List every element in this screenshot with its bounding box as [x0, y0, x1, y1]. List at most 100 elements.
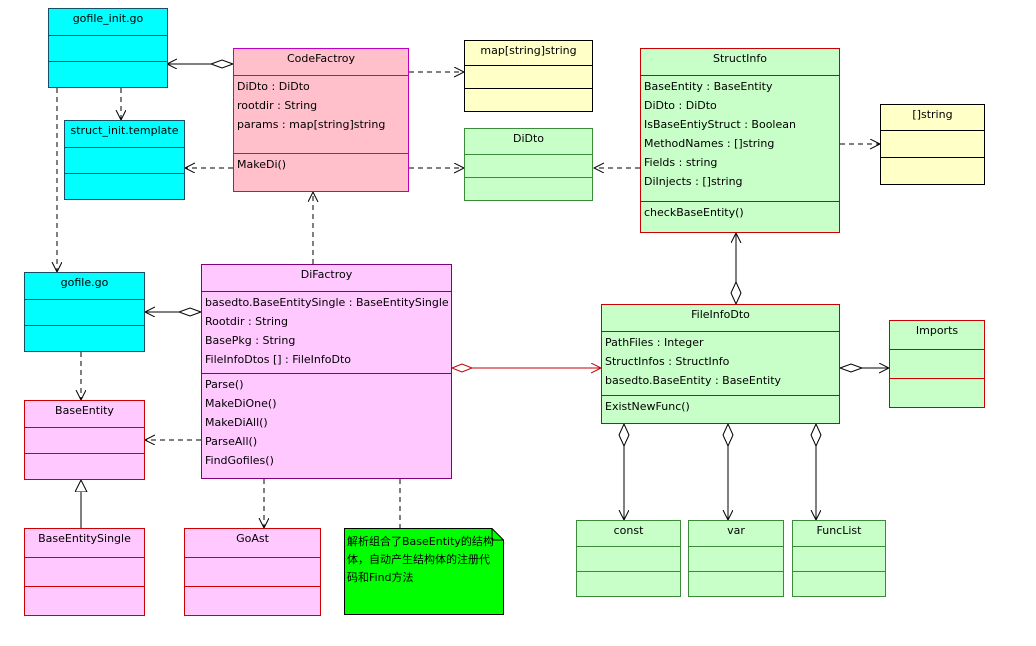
operations-section [881, 157, 984, 184]
attributes-section: DiDto : DiDto rootdir : String params : … [234, 75, 408, 153]
class-difactroy[interactable]: DiFactroy basedto.BaseEntitySingle : Bas… [201, 264, 452, 479]
class-name: FuncList [816, 524, 862, 537]
operation: FindGofiles() [205, 454, 274, 467]
class-name: DiFactroy [300, 268, 353, 281]
class-structinfo[interactable]: StructInfo BaseEntity : BaseEntity DiDto… [640, 48, 840, 233]
attribute: MethodNames : []string [644, 137, 775, 150]
attribute: IsBaseEntiyStruct : Boolean [644, 118, 796, 131]
operations-section: Parse() MakeDiOne() MakeDiAll() ParseAll… [202, 373, 451, 478]
operation: checkBaseEntity() [644, 206, 744, 219]
attribute: DiDto : DiDto [644, 99, 717, 112]
operations-section [689, 571, 783, 596]
operations-section [577, 571, 680, 596]
class-imports[interactable]: Imports [889, 320, 985, 408]
attributes-section [65, 147, 184, 173]
class-name: const [613, 524, 644, 537]
operation: ExistNewFunc() [605, 400, 690, 413]
class-funclist[interactable]: FuncList [792, 520, 886, 597]
attribute: Rootdir : String [205, 315, 289, 328]
attributes-section: BaseEntity : BaseEntity DiDto : DiDto Is… [641, 75, 839, 201]
operations-section: checkBaseEntity() [641, 201, 839, 232]
attribute: basedto.BaseEntity : BaseEntity [605, 374, 782, 387]
class-name: FileInfoDto [691, 308, 750, 321]
attributes-section [881, 130, 984, 157]
attributes-section [25, 427, 144, 453]
class-codefactroy[interactable]: CodeFactroy DiDto : DiDto rootdir : Stri… [233, 48, 409, 192]
operations-section [793, 571, 885, 596]
attributes-section [890, 349, 984, 378]
attribute: BaseEntity : BaseEntity [644, 80, 773, 93]
attribute: StructInfos : StructInfo [605, 355, 730, 368]
class-gofile-init[interactable]: gofile_init.go [48, 8, 168, 88]
attributes-section [577, 546, 680, 571]
class-baseentity[interactable]: BaseEntity [24, 400, 145, 480]
attributes-section [793, 546, 885, 571]
operations-section [890, 378, 984, 407]
attribute: rootdir : String [237, 99, 318, 112]
attribute: basedto.BaseEntitySingle : BaseEntitySin… [205, 296, 449, 309]
operation: MakeDi() [237, 158, 287, 171]
operations-section [25, 586, 144, 615]
attribute: DiDto : DiDto [237, 80, 310, 93]
operations-section: ExistNewFunc() [602, 395, 839, 423]
note[interactable]: 解析组合了BaseEntity的结构体，自动产生结构体的注册代码和Find方法 [344, 528, 504, 615]
agg-diamond-difactroy [177, 307, 203, 317]
agg-diamond-codefactroy [209, 59, 235, 69]
class-name: CodeFactroy [286, 52, 356, 65]
attributes-section [25, 557, 144, 586]
operations-section [465, 88, 592, 111]
operations-section [25, 325, 144, 351]
attributes-section [465, 154, 592, 177]
operation: Parse() [205, 378, 244, 391]
attributes-section [465, 65, 592, 88]
class-name: map[string]string [480, 44, 577, 57]
class-struct-init-template[interactable]: struct_init.template [64, 120, 185, 200]
operations-section: MakeDi() [234, 153, 408, 191]
operations-section [465, 177, 592, 200]
class-goast[interactable]: GoAst [184, 528, 321, 616]
note-text: 解析组合了BaseEntity的结构体，自动产生结构体的注册代码和Find方法 [347, 535, 494, 584]
class-name: []string [912, 108, 953, 121]
class-baseentitysingle[interactable]: BaseEntitySingle [24, 528, 145, 616]
attributes-section [25, 299, 144, 325]
agg-diamond-fileinfodto-top [730, 280, 742, 306]
class-gofile[interactable]: gofile.go [24, 272, 145, 352]
attribute: Fields : string [644, 156, 718, 169]
class-name: struct_init.template [70, 124, 179, 137]
class-didto[interactable]: DiDto [464, 128, 593, 201]
attributes-section: PathFiles : Integer StructInfos : Struct… [602, 331, 839, 395]
attributes-section [49, 35, 167, 61]
class-name: StructInfo [713, 52, 767, 65]
class-name: DiDto [512, 132, 545, 145]
attribute: BasePkg : String [205, 334, 296, 347]
agg-diamond-fileinfodto-right [838, 363, 864, 373]
agg-diamond-const [618, 422, 630, 448]
class-name: BaseEntity [55, 404, 114, 417]
class-map-string-string[interactable]: map[string]string [464, 40, 593, 112]
class-name: BaseEntitySingle [38, 532, 131, 545]
attribute: DiInjects : []string [644, 175, 743, 188]
attributes-section [185, 557, 320, 586]
attributes-section [689, 546, 783, 571]
operations-section [65, 173, 184, 199]
agg-diamond-var [722, 422, 734, 448]
class-name: var [727, 524, 745, 537]
class-name: Imports [915, 324, 959, 337]
agg-diamond-funclist [810, 422, 822, 448]
attributes-section: basedto.BaseEntitySingle : BaseEntitySin… [202, 291, 451, 373]
attribute: FileInfoDtos [] : FileInfoDto [205, 353, 351, 366]
class-fileinfodto[interactable]: FileInfoDto PathFiles : Integer StructIn… [601, 304, 840, 424]
class-name: gofile_init.go [72, 12, 144, 25]
operations-section [185, 586, 320, 615]
note-shape [344, 528, 504, 615]
agg-diamond-difactroy-right [450, 363, 474, 373]
operations-section [49, 61, 167, 87]
class-var[interactable]: var [688, 520, 784, 597]
attribute: params : map[string]string [237, 118, 386, 131]
attribute: PathFiles : Integer [605, 336, 704, 349]
class-const[interactable]: const [576, 520, 681, 597]
operations-section [25, 453, 144, 479]
operation: ParseAll() [205, 435, 258, 448]
class-string-slice[interactable]: []string [880, 104, 985, 185]
